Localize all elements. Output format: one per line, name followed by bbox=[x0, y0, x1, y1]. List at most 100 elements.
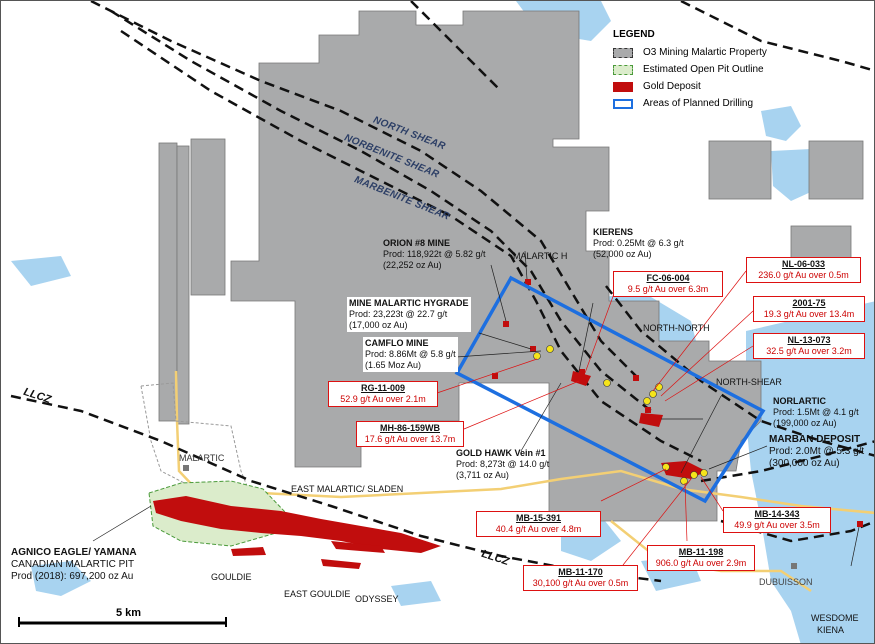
wesdome-label: WESDOME bbox=[811, 613, 859, 623]
orion-deposit bbox=[503, 321, 509, 327]
east-malartic-label: EAST MALARTIC/ SLADEN bbox=[291, 484, 404, 494]
property-strip bbox=[176, 145, 190, 425]
norlartic-label: NORLARTIC Prod: 1.5Mt @ 4.1 g/t (199,000… bbox=[773, 396, 859, 429]
property-strip bbox=[190, 138, 226, 296]
east-goldie-label: EAST GOULDIE bbox=[284, 589, 351, 599]
intercept-leader bbox=[436, 358, 538, 394]
leader-line bbox=[520, 382, 562, 452]
legend-title: LEGEND bbox=[613, 29, 655, 40]
property-block bbox=[808, 140, 864, 200]
deposit-oz: (22,252 oz Au) bbox=[383, 260, 442, 270]
drill-point bbox=[700, 469, 708, 477]
road bbox=[174, 370, 874, 515]
intercept-value: 236.0 g/t Au over 0.5m bbox=[758, 270, 849, 280]
deposit-oz: (17,000 oz Au) bbox=[349, 320, 408, 330]
deposit-prod: Prod: 8.86Mt @ 5.8 g/t bbox=[365, 349, 456, 359]
deposit-name: KIERENS bbox=[593, 227, 634, 237]
legend-swatch-property bbox=[613, 47, 633, 58]
fault-line-northeast bbox=[680, 1, 874, 72]
intercept-leader bbox=[684, 482, 688, 542]
deposit-oz: (52,000 oz Au) bbox=[593, 249, 652, 259]
drill-point bbox=[680, 477, 688, 485]
property-strip bbox=[158, 142, 178, 422]
intercept-leader bbox=[622, 478, 692, 566]
malartic-h-deposit bbox=[525, 279, 531, 285]
intercept-id: 2001-75 bbox=[792, 298, 826, 308]
leader-line bbox=[490, 264, 507, 322]
goldie-deposit bbox=[231, 547, 266, 556]
norbenite-shear-line bbox=[110, 9, 652, 412]
intercept-id: MB-14-343 bbox=[754, 509, 800, 519]
legend-label: Gold Deposit bbox=[643, 81, 701, 92]
legend-swatch-pit bbox=[613, 64, 633, 75]
legend-swatch-deposit bbox=[613, 81, 633, 92]
leader-line bbox=[578, 302, 594, 372]
lake bbox=[746, 301, 874, 643]
legend-label: Estimated Open Pit Outline bbox=[643, 64, 764, 75]
lake bbox=[771, 149, 813, 201]
deposit-prod: Prod: 23,223t @ 22.7 g/t bbox=[349, 309, 448, 319]
odyssey-deposit bbox=[331, 541, 385, 553]
wesdome-deposit bbox=[857, 521, 863, 527]
intercept-id: MH-86-159WB bbox=[379, 423, 440, 433]
east-goldie-deposit bbox=[321, 559, 361, 569]
goldhawk-label: GOLD HAWK Vein #1 Prod: 8,273t @ 14.0 g/… bbox=[456, 448, 549, 481]
hygrade-deposit bbox=[530, 346, 536, 352]
legend-item: Areas of Planned Drilling bbox=[613, 95, 803, 112]
leader-line bbox=[455, 350, 542, 358]
malartic-h-label: MALARTIC H bbox=[513, 251, 568, 261]
deposit-oz: (1.65 Moz Au) bbox=[365, 360, 422, 370]
road bbox=[610, 520, 812, 593]
deposit-name: AGNICO EAGLE/ YAMANA bbox=[11, 547, 137, 558]
intercept-id: RG-11-009 bbox=[360, 383, 406, 393]
deposit-pit: CANADIAN MALARTIC PIT bbox=[11, 559, 135, 570]
drill-point bbox=[603, 379, 611, 387]
dubuisson-label: DUBUISSON bbox=[759, 577, 813, 587]
north-shear-east-line bbox=[605, 285, 874, 457]
legend-item: O3 Mining Malartic Property bbox=[613, 44, 803, 61]
kierens-label: KIERENS Prod: 0.25Mt @ 6.3 g/t (52,000 o… bbox=[593, 227, 684, 260]
marban-label: MARBAN DEPOSIT Prod: 2.0Mt @ 5.3 g/t (30… bbox=[769, 434, 864, 470]
intercept-value: 40.4 g/t Au over 4.8m bbox=[495, 524, 582, 534]
drill-point bbox=[643, 397, 651, 405]
canadian-malartic-deposit bbox=[153, 496, 441, 553]
intercept-id: MB-15-391 bbox=[515, 513, 562, 523]
leader-line bbox=[92, 505, 152, 542]
deposit-oz: (199,000 oz Au) bbox=[773, 418, 837, 428]
deposit-oz: (300,000 oz Au) bbox=[769, 458, 840, 469]
legend-item: Gold Deposit bbox=[613, 78, 803, 95]
drill-point bbox=[662, 463, 670, 471]
lake bbox=[31, 561, 91, 596]
hygrade-label: MINE MALARTIC HYGRADE Prod: 23,223t @ 22… bbox=[347, 297, 471, 332]
agnico-label: AGNICO EAGLE/ YAMANA CANADIAN MALARTIC P… bbox=[11, 547, 137, 583]
deposit-name: CAMFLO MINE bbox=[365, 338, 429, 348]
leader-line bbox=[708, 445, 768, 470]
malartic-town-outline bbox=[140, 382, 250, 492]
deposit-prod: Prod (2018): 697,200 oz Au bbox=[11, 571, 134, 582]
deposit-name: ORION #8 MINE bbox=[383, 238, 451, 248]
legend: LEGEND O3 Mining Malartic Property Estim… bbox=[613, 29, 803, 112]
deposit-name: MARBAN DEPOSIT bbox=[769, 434, 861, 445]
scale-label: 5 km bbox=[116, 607, 142, 619]
llcz-fault-line bbox=[10, 394, 662, 583]
intercept-id: MB-11-198 bbox=[678, 547, 724, 557]
drill-point bbox=[546, 345, 554, 353]
drill-point bbox=[649, 390, 657, 398]
legend-swatch-drilling bbox=[613, 98, 633, 109]
intercept-id: FC-06-004 bbox=[646, 273, 690, 283]
deposit-prod: Prod: 2.0Mt @ 5.3 g/t bbox=[769, 446, 865, 457]
intercept-leader bbox=[660, 310, 754, 397]
drill-point bbox=[655, 383, 663, 391]
intercept-leader bbox=[463, 380, 580, 430]
legend-label: O3 Mining Malartic Property bbox=[643, 47, 767, 58]
deposit-name: NORLARTIC bbox=[773, 396, 826, 406]
north-shear-place-label: NORTH-SHEAR bbox=[716, 377, 782, 387]
leader-line bbox=[478, 332, 532, 350]
intercept-value: 30,100 g/t Au over 0.5m bbox=[532, 578, 629, 588]
leader-line bbox=[524, 250, 528, 280]
